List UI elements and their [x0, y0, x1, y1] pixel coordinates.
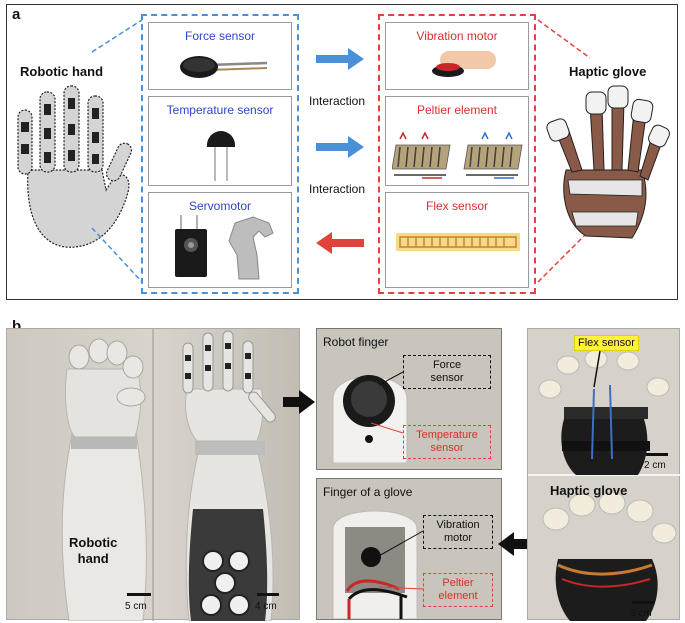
flex-sensor-title: Flex sensor: [425, 199, 489, 213]
scale-label-5cm: 5 cm: [125, 601, 147, 612]
haptic-glove-photo-label: Haptic glove: [550, 483, 628, 498]
scale-label-3cm: 3 cm: [630, 608, 652, 619]
black-arrow-left: [498, 532, 530, 556]
peltier-element-title: Peltier element: [416, 103, 498, 117]
panel-a-letter: a: [12, 6, 21, 23]
peltier-element-icon: [392, 131, 523, 179]
peltier-element-callout: Peltier element: [423, 573, 493, 607]
glove-finger-inset: Finger of a glove Vibration motor Peltie…: [316, 478, 502, 620]
robot-components-group: [141, 14, 299, 294]
scale-bar-2cm: [646, 453, 668, 456]
arrow-right-2: [316, 136, 364, 158]
robotic-hand-photo-label: Robotic hand: [69, 535, 117, 567]
temperature-sensor-icon: [207, 131, 235, 181]
servomotor-card: Servomotor: [148, 192, 292, 288]
flex-sensor-icon: [396, 233, 520, 251]
force-callout-line2: sensor: [430, 372, 464, 384]
vibration-callout-line2: motor: [443, 532, 473, 544]
robotic-hand-photo: Robotic hand 5 cm 4 cm: [6, 328, 300, 621]
scale-bar-5cm: [127, 593, 151, 596]
vibration-motor-title: Vibration motor: [416, 29, 498, 43]
peltier-callout-line2: element: [438, 590, 478, 602]
panel-b-letter: b: [12, 318, 22, 335]
scale-label-4cm: 4 cm: [255, 601, 277, 612]
robot-connector-lines: [91, 19, 143, 283]
glove-components-group: [378, 14, 536, 294]
robotic-hand-photo-label-line1: Robotic: [69, 535, 118, 550]
robot-finger-inset: Robot finger Force sensor Temperature se…: [316, 328, 502, 470]
force-sensor-title: Force sensor: [184, 29, 256, 43]
robotic-hand-photo-illustration: [61, 329, 276, 621]
robot-finger-title: Robot finger: [323, 335, 389, 349]
vibration-callout-line1: Vibration: [436, 519, 480, 531]
interaction-label-1: Interaction: [309, 94, 366, 108]
haptic-glove-label: Haptic glove: [569, 64, 647, 79]
panel-a-frame: [6, 4, 678, 300]
scale-bar-4cm: [257, 593, 279, 596]
force-sensor-callout: Force sensor: [403, 355, 491, 389]
servomotor-title: Servomotor: [188, 199, 252, 213]
robotic-hand-label: Robotic hand: [20, 64, 104, 79]
glove-finger-leaders: [376, 530, 424, 590]
haptic-glove-photo: Flex sensor 2 cm Haptic glove 3 cm: [527, 328, 681, 621]
glove-connector-lines: [537, 19, 591, 283]
scale-bar-3cm: [632, 601, 654, 604]
robotic-hand-photo-label-line2: hand: [77, 551, 109, 566]
temperature-sensor-callout: Temperature sensor: [403, 425, 491, 459]
temperature-sensor-title: Temperature sensor: [166, 103, 274, 117]
force-callout-line1: Force: [432, 359, 462, 371]
haptic-glove-photo-illustration: [528, 349, 681, 621]
glove-finger-title: Finger of a glove: [323, 485, 413, 499]
interaction-label-2: Interaction: [309, 182, 366, 196]
vibration-motor-card: Vibration motor: [385, 22, 529, 90]
flex-sensor-tag: Flex sensor: [574, 335, 639, 351]
peltier-callout-line1: Peltier: [442, 577, 474, 589]
arrow-left: [316, 232, 364, 254]
vibration-motor-icon: [432, 51, 496, 77]
flex-sensor-card: Flex sensor: [385, 192, 529, 288]
black-arrow-right: [283, 390, 315, 414]
force-sensor-card: Force sensor: [148, 22, 292, 90]
haptic-glove-drawing: [546, 85, 670, 239]
force-sensor-icon: [180, 56, 268, 78]
servomotor-icon: [175, 215, 274, 280]
peltier-element-card: Peltier element: [385, 96, 529, 186]
robot-finger-leaders: [370, 371, 404, 434]
flex-sensor-pointer: [593, 350, 601, 388]
temp-callout-line1: Temperature: [416, 429, 478, 441]
arrow-right-1: [316, 48, 364, 70]
glove-finger-illustration: [332, 510, 418, 619]
scale-label-2cm: 2 cm: [644, 460, 666, 471]
vibration-motor-callout: Vibration motor: [423, 515, 493, 549]
temperature-sensor-card: Temperature sensor: [148, 96, 292, 186]
temp-callout-line2: sensor: [430, 442, 464, 454]
robot-finger-illustration: [332, 375, 408, 463]
robotic-hand-drawing: [17, 85, 133, 248]
